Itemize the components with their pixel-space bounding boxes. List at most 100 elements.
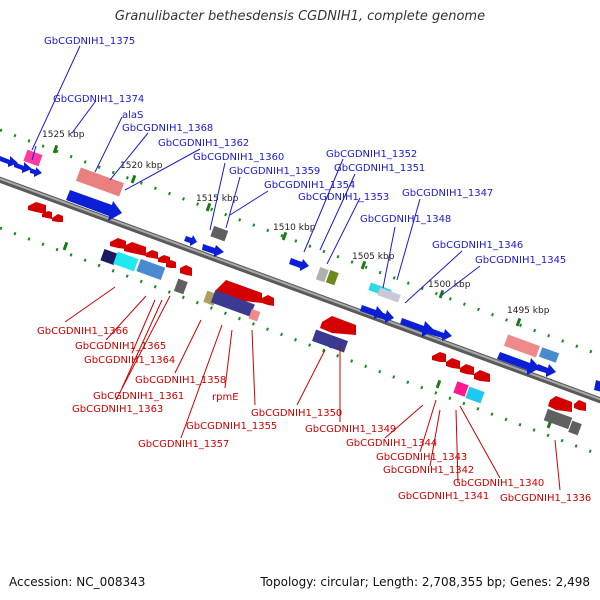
gene-label: GbCGDNIH1_1336 xyxy=(500,493,591,504)
scale-label: 1510 kbp xyxy=(273,223,316,233)
gene-label: rpmE xyxy=(212,392,239,403)
labels-top: GbCGDNIH1_1375 GbCGDNIH1_1374 alaS GbCGD… xyxy=(44,36,566,266)
callouts-top xyxy=(31,45,481,304)
scale-tick xyxy=(435,379,442,389)
scale-tick xyxy=(130,174,137,184)
gene-box xyxy=(75,167,125,197)
gene-arrow xyxy=(146,250,158,259)
accession-text: Accession: NC_008343 xyxy=(9,575,146,589)
gene-arrow xyxy=(184,235,197,246)
reverse-strand-genes xyxy=(28,202,586,436)
gene-arrow xyxy=(428,328,452,341)
scale-tick xyxy=(62,241,69,251)
gene-label: GbCGDNIH1_1361 xyxy=(93,391,184,402)
scale-tick xyxy=(515,317,522,327)
gene-arrow xyxy=(166,260,176,268)
gene-box xyxy=(136,258,166,281)
gene-arrow xyxy=(536,364,556,377)
scale-label: 1520 kbp xyxy=(120,161,163,171)
gene-label: GbCGDNIH1_1345 xyxy=(475,255,566,266)
scale-label: 1505 kbp xyxy=(352,252,395,262)
gene-box xyxy=(377,287,401,303)
gene-label: GbCGDNIH1_1355 xyxy=(186,421,277,432)
gene-label: GbCGDNIH1_1362 xyxy=(158,138,249,149)
scale-tick xyxy=(281,231,288,241)
gene-arrow xyxy=(180,265,192,276)
gene-arrow xyxy=(400,318,434,337)
gene-label: GbCGDNIH1_1347 xyxy=(402,188,493,199)
gene-arrow xyxy=(497,352,540,375)
gene-box xyxy=(325,269,339,286)
gene-box xyxy=(453,381,469,397)
gene-label: GbCGDNIH1_1375 xyxy=(44,36,135,47)
gene-label: GbCGDNIH1_1358 xyxy=(135,375,226,386)
gene-label: GbCGDNIH1_1359 xyxy=(229,166,320,177)
gene-box xyxy=(210,225,229,242)
gene-arrow xyxy=(289,258,309,271)
gene-label: GbCGDNIH1_1352 xyxy=(326,149,417,160)
gene-label: GbCGDNIH1_1353 xyxy=(298,192,389,203)
gene-label: GbCGDNIH1_1343 xyxy=(376,452,467,463)
genome-stats-text: Topology: circular; Length: 2,708,355 bp… xyxy=(260,575,590,589)
gene-label: GbCGDNIH1_1365 xyxy=(75,341,166,352)
gene-arrow xyxy=(42,211,52,219)
gene-box xyxy=(538,347,560,363)
map-title: Granulibacter bethesdensis CGDNIH1, comp… xyxy=(114,9,486,24)
gene-box xyxy=(543,408,573,430)
gene-box xyxy=(465,386,485,404)
gene-label: GbCGDNIH1_1368 xyxy=(122,123,213,134)
gene-label: GbCGDNIH1_1341 xyxy=(398,491,489,502)
scale-tick xyxy=(360,260,367,270)
gene-arrow xyxy=(110,238,126,249)
callouts-bottom xyxy=(64,286,561,491)
gene-box xyxy=(503,334,541,358)
scale-label: 1495 kbp xyxy=(507,306,550,316)
gene-box xyxy=(568,420,582,436)
gene-arrow xyxy=(432,352,446,362)
gene-arrow xyxy=(124,242,146,256)
labels-bottom: GbCGDNIH1_1366 GbCGDNIH1_1365 GbCGDNIH1_… xyxy=(37,326,591,504)
gene-arrow xyxy=(262,295,274,306)
gene-label: GbCGDNIH1_1363 xyxy=(72,404,163,415)
gene-arrow xyxy=(460,364,474,375)
scale-label: 1500 kbp xyxy=(428,280,471,290)
gene-arrow xyxy=(14,162,32,173)
gene-arrow xyxy=(30,167,42,177)
gene-arrow xyxy=(320,316,356,335)
gene-label: GbCGDNIH1_1350 xyxy=(251,408,342,419)
gene-arrow xyxy=(376,310,394,323)
gene-box xyxy=(248,308,261,322)
gene-label: GbCGDNIH1_1366 xyxy=(37,326,128,337)
gene-label: GbCGDNIH1_1342 xyxy=(383,465,474,476)
gene-label: GbCGDNIH1_1374 xyxy=(53,94,144,105)
gene-box xyxy=(100,248,118,266)
gene-label: GbCGDNIH1_1344 xyxy=(346,438,437,449)
scale-tick xyxy=(438,289,445,299)
genome-backbone xyxy=(0,176,600,404)
gene-label: GbCGDNIH1_1348 xyxy=(360,214,451,225)
gene-arrow xyxy=(446,358,460,369)
gene-label: GbCGDNIH1_1357 xyxy=(138,439,229,450)
gene-label: GbCGDNIH1_1354 xyxy=(264,180,355,191)
gene-arrow xyxy=(202,244,224,257)
gene-label: GbCGDNIH1_1346 xyxy=(432,240,523,251)
gene-arrow xyxy=(66,190,122,221)
gene-label: alaS xyxy=(122,110,143,121)
gene-box xyxy=(210,290,255,317)
gene-label: GbCGDNIH1_1349 xyxy=(305,424,396,435)
scale-tick xyxy=(205,202,212,212)
gene-arrow xyxy=(52,214,63,222)
gene-label: GbCGDNIH1_1364 xyxy=(84,355,175,366)
gene-arrow xyxy=(0,156,18,167)
scale-tick xyxy=(52,144,59,154)
gene-box xyxy=(315,266,329,283)
gene-label: GbCGDNIH1_1351 xyxy=(334,163,425,174)
gene-arrow xyxy=(158,255,170,263)
gene-box xyxy=(173,278,188,295)
gene-arrow xyxy=(574,400,586,411)
gene-box xyxy=(311,329,349,353)
gene-label: GbCGDNIH1_1360 xyxy=(193,152,284,163)
gene-arrow xyxy=(594,380,600,392)
gene-arrow xyxy=(548,396,572,412)
